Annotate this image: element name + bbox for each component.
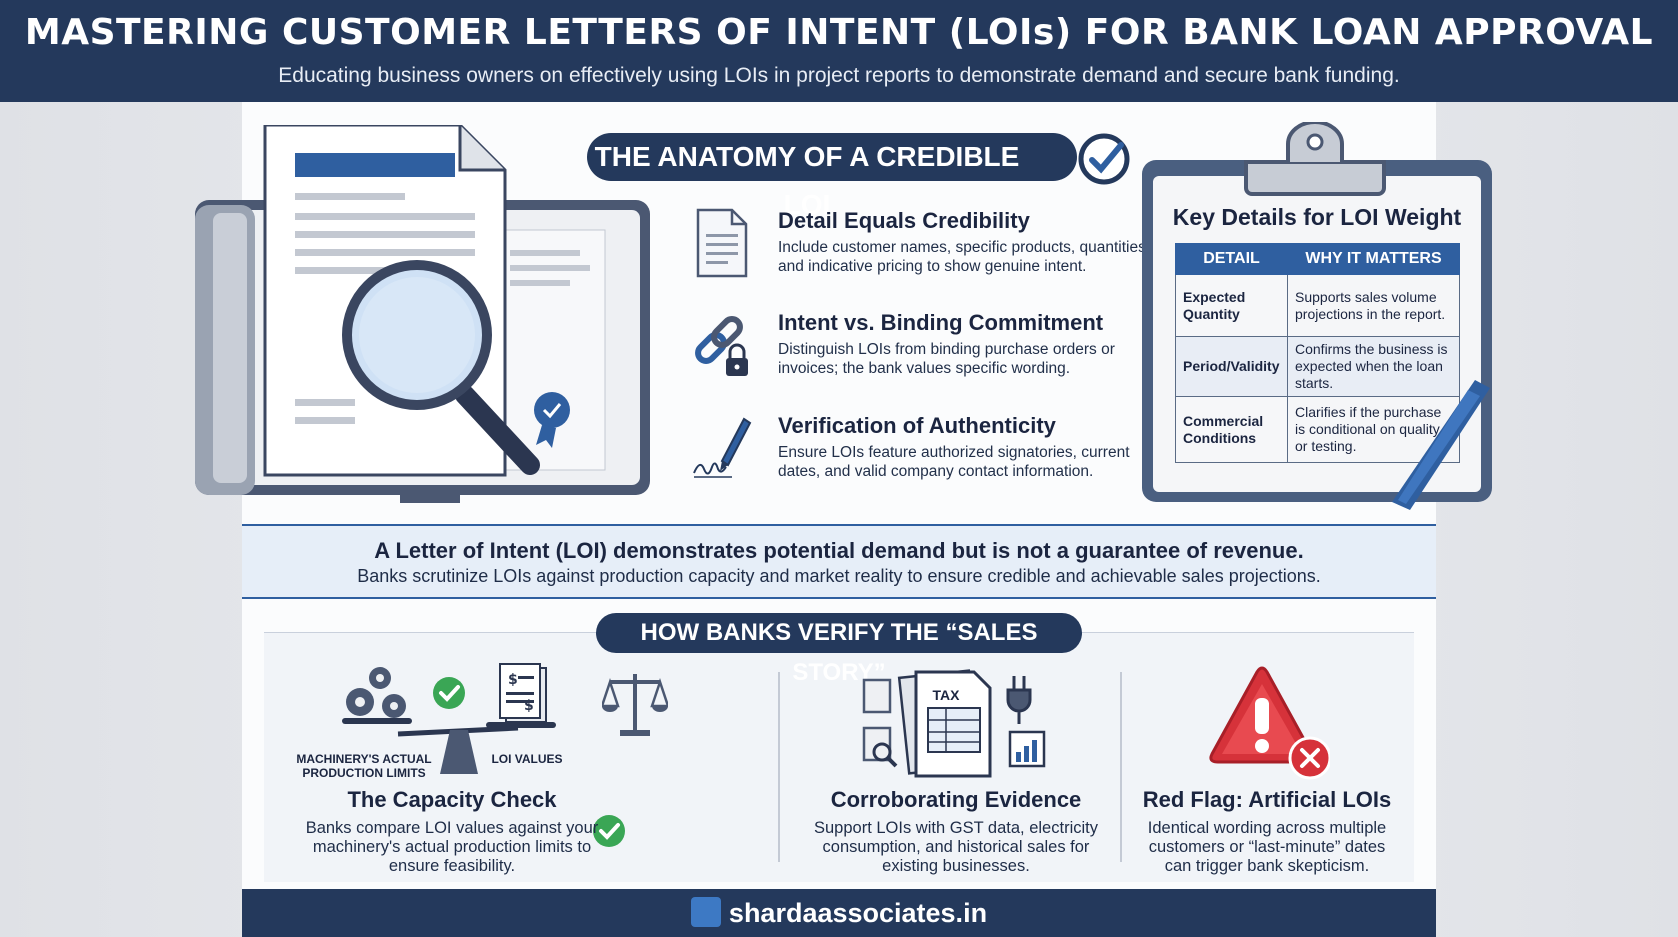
verify-capacity-check: The Capacity Check Banks compare LOI val… xyxy=(302,787,602,876)
verify-text: Banks compare LOI values against your ma… xyxy=(305,819,599,875)
feature-detail-credibility: Detail Equals Credibility Include custom… xyxy=(692,208,1152,278)
key-details-title: Key Details for LOI Weight xyxy=(1172,204,1462,230)
feature-text: Include customer names, specific product… xyxy=(778,239,1151,275)
banner-text: Banks scrutinize LOIs against production… xyxy=(357,566,1321,586)
verify-title: HOW BANKS VERIFY THE “SALES STORY” xyxy=(596,613,1082,686)
why-cell: Clarifies if the purchase is conditional… xyxy=(1287,396,1460,463)
scales-icon xyxy=(602,674,668,736)
table-row: Expected Quantity Supports sales volume … xyxy=(1175,274,1460,337)
document-icon xyxy=(696,208,748,278)
signature-pen-icon xyxy=(693,417,752,478)
verify-heading: The Capacity Check xyxy=(347,787,557,812)
svg-text:$: $ xyxy=(508,672,518,688)
table-row: Period/Validity Confirms the business is… xyxy=(1175,336,1460,397)
key-details-table: DETAIL WHY IT MATTERS Expected Quantity … xyxy=(1175,243,1460,463)
anatomy-title: THE ANATOMY OF A CREDIBLE LOI xyxy=(587,133,1077,220)
ribbon-icon xyxy=(1392,380,1490,510)
banner-heading: A Letter of Intent (LOI) demonstrates po… xyxy=(374,538,1304,563)
divider xyxy=(1120,672,1122,862)
footer: shardaassociates.in xyxy=(242,889,1436,937)
header: MASTERING CUSTOMER LETTERS OF INTENT (LO… xyxy=(0,0,1678,102)
page-subtitle: Educating business owners on effectively… xyxy=(278,64,1400,87)
svg-text:$: $ xyxy=(524,698,534,714)
verify-corroborating-evidence: Corroborating Evidence Support LOIs with… xyxy=(806,787,1106,876)
feature-heading: Detail Equals Credibility xyxy=(778,208,1030,233)
checkmark-green-icon xyxy=(593,815,625,847)
capacity-right-label: LOI VALUES xyxy=(491,752,563,766)
clipboard-clip-icon xyxy=(1244,122,1386,196)
warning-triangle-icon xyxy=(1209,666,1330,780)
feature-heading: Intent vs. Binding Commitment xyxy=(778,310,1104,335)
feature-intent-binding: Intent vs. Binding Commitment Distinguis… xyxy=(692,310,1152,380)
document-magnifier-icon xyxy=(195,125,650,503)
divider xyxy=(778,672,780,862)
tax-label: TAX xyxy=(932,687,960,703)
verify-heading: Red Flag: Artificial LOIs xyxy=(1142,787,1392,812)
column-header-detail: DETAIL xyxy=(1175,243,1288,275)
evidence-documents-icon xyxy=(862,669,1046,778)
table-row: Commercial Conditions Clarifies if the p… xyxy=(1175,396,1460,463)
footer-site-link[interactable]: shardaassociates.in xyxy=(728,898,988,928)
page-title: MASTERING CUSTOMER LETTERS OF INTENT (LO… xyxy=(24,12,1654,53)
detail-cell: Expected Quantity xyxy=(1175,274,1288,337)
website-logo-icon xyxy=(690,897,721,927)
key-message-banner: A Letter of Intent (LOI) demonstrates po… xyxy=(242,524,1436,599)
verify-text: Identical wording across multiple custom… xyxy=(1147,819,1387,875)
chain-lock-icon xyxy=(695,316,748,376)
feature-text: Ensure LOIs feature authorized signatori… xyxy=(778,444,1130,480)
verify-text: Support LOIs with GST data, electricity … xyxy=(814,819,1098,875)
checkmark-icon xyxy=(1078,133,1130,185)
verify-red-flag: Red Flag: Artificial LOIs Identical word… xyxy=(1134,787,1400,876)
feature-verification: Verification of Authenticity Ensure LOIs… xyxy=(692,413,1152,483)
verify-heading: Corroborating Evidence xyxy=(830,787,1082,812)
column-header-why: WHY IT MATTERS xyxy=(1287,243,1460,275)
detail-cell: Period/Validity xyxy=(1175,336,1288,397)
checkmark-green-icon xyxy=(433,677,465,709)
capacity-left-label: MACHINERY'S ACTUAL PRODUCTION LIMITS xyxy=(296,752,432,780)
why-cell: Supports sales volume projections in the… xyxy=(1287,274,1460,337)
capacity-balance-icon: $ $ xyxy=(342,663,556,774)
why-cell: Confirms the business is expected when t… xyxy=(1287,336,1460,397)
feature-heading: Verification of Authenticity xyxy=(778,413,1056,438)
feature-text: Distinguish LOIs from binding purchase o… xyxy=(778,341,1115,377)
detail-cell: Commercial Conditions xyxy=(1175,396,1288,463)
